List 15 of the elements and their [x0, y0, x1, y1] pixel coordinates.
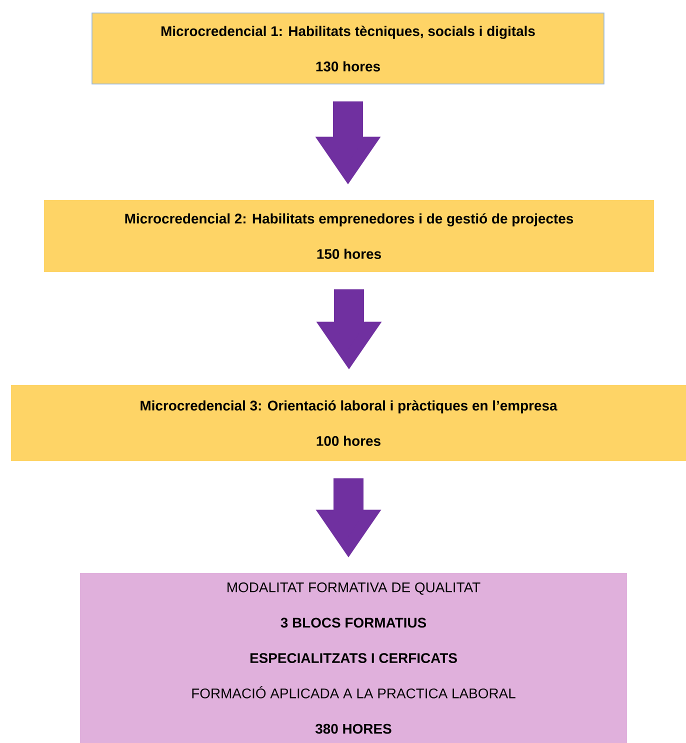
box-title: Microcredencial 3: Orientació laboral i pràctiques en l’empresa: [140, 400, 558, 414]
box-title: Microcredencial 1: Habilitats tècniques, socials i digitals: [161, 26, 535, 39]
hours-label: 100 hores: [316, 436, 380, 446]
box-title: Microcredencial 2: Habilitats emprenedores i de gestió de projectes: [125, 213, 574, 226]
box-text: ESPECIALITZATS I CERFICATS: [250, 653, 457, 664]
process-box: [44, 200, 654, 272]
hours-label: 150 hores: [317, 248, 381, 259]
process-box: [92, 12, 604, 84]
process-box: [80, 573, 627, 743]
process-box: [11, 385, 686, 461]
box-text: 380 HORES: [315, 724, 392, 734]
box-text: 3 BLOCS FORMATIUS: [280, 618, 426, 628]
box-text: MODALITAT FORMATIVA DE QUALITAT: [228, 582, 480, 595]
box-text: FORMACIÓ APLICADA A LA PRACTICA LABORAL: [192, 686, 516, 698]
hours-label: 130 hores: [316, 61, 380, 72]
